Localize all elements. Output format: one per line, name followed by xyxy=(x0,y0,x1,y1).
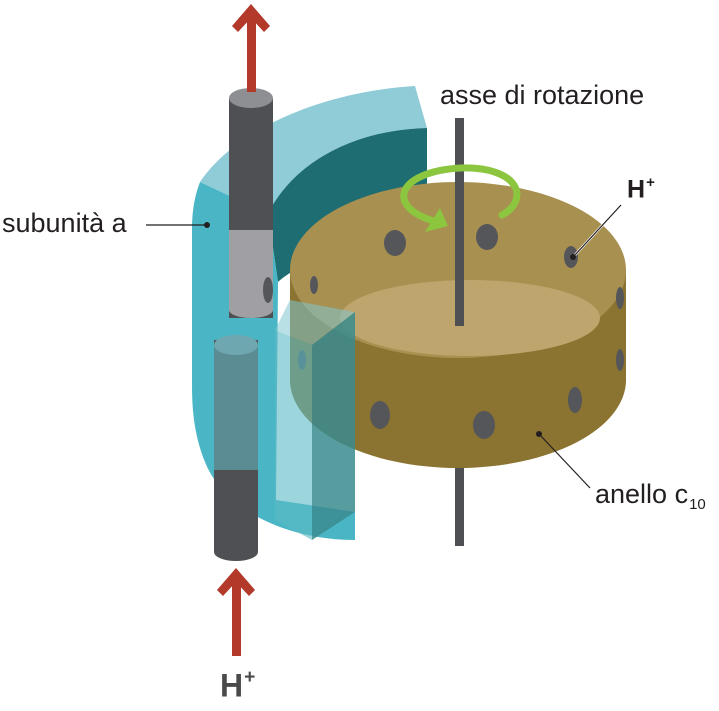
c-subunit-hole xyxy=(568,387,582,413)
c-subunit-hole xyxy=(616,287,624,309)
subunit-leader-dot xyxy=(204,222,210,228)
proton-label-top: H+ xyxy=(627,175,655,203)
c-subunit-hole xyxy=(310,276,318,294)
leader-lines xyxy=(146,204,622,489)
subunit-a-slab-top xyxy=(275,300,355,345)
c-subunit-hole xyxy=(473,411,495,439)
lower-proton-channel xyxy=(214,335,258,561)
c-ring-label-subscript: 10 xyxy=(689,496,706,513)
upper-proton-channel xyxy=(229,88,273,318)
subunit-a-slab-side xyxy=(275,330,312,540)
subunit-a-slab-face xyxy=(312,312,355,540)
c-ring-label-main: anello c xyxy=(595,479,689,509)
subunit-a-label: subunità a xyxy=(2,208,127,238)
proton-label-bottom-charge: + xyxy=(244,667,256,688)
proton-entry-arrow-icon xyxy=(217,568,255,656)
c-subunit-hole xyxy=(476,224,498,250)
rotation-axis-upper xyxy=(455,118,464,326)
rotation-arrow-icon xyxy=(400,164,521,232)
c-ring-top-inner xyxy=(340,280,600,356)
proton-label-bottom-symbol: H xyxy=(220,667,244,704)
c-subunit-hole xyxy=(370,401,390,429)
c-ring-label: anello c10 xyxy=(595,479,706,513)
proton-label-bottom: H+ xyxy=(220,667,256,704)
ring-leader-line xyxy=(539,434,591,489)
proton-label-top-symbol: H xyxy=(627,175,646,204)
ring-leader-dot xyxy=(536,431,542,437)
subunit-a-front-slab xyxy=(275,300,355,540)
c-subunit-hole xyxy=(616,349,624,371)
proton-label-top-charge: + xyxy=(646,174,655,191)
proton-leader-dot xyxy=(570,254,576,260)
rotation-axis-lower xyxy=(455,468,464,546)
c-subunit-hole xyxy=(384,230,406,256)
rotation-axis-label: asse di rotazione xyxy=(440,80,645,110)
proton-exit-arrow-icon xyxy=(232,4,270,92)
